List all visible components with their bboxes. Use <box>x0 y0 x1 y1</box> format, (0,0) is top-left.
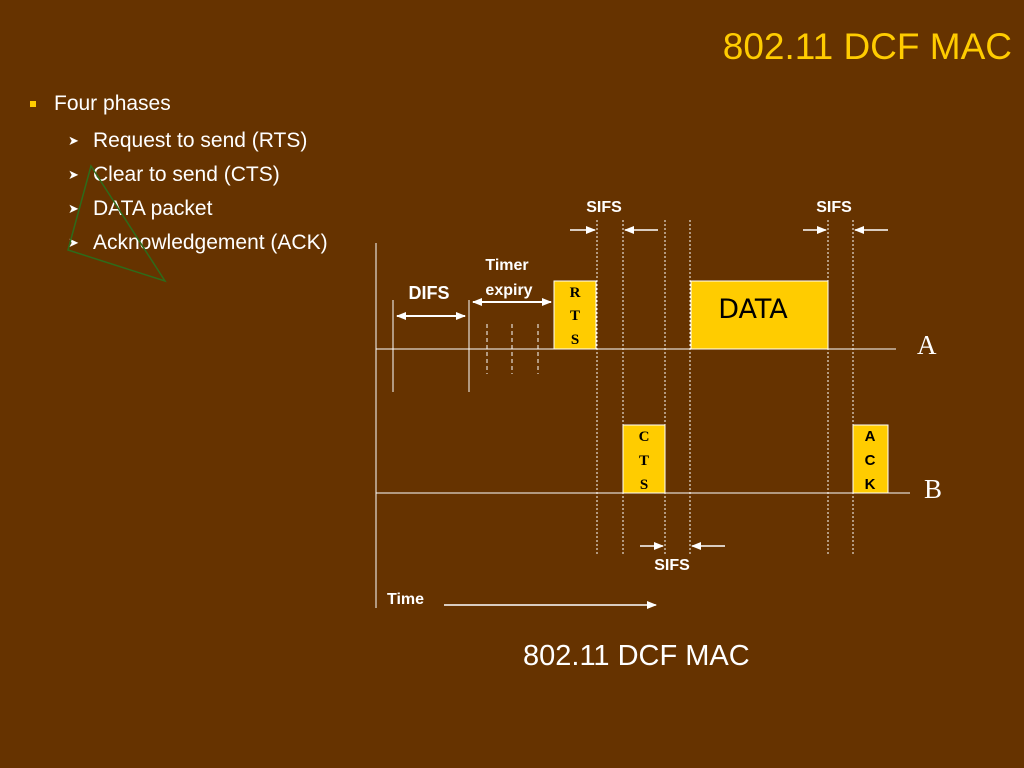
cts-letter-t: T <box>639 453 649 469</box>
sub-bullet-text: Clear to send (CTS) <box>93 163 280 186</box>
sub-bullet-rts: ➤ Request to send (RTS) <box>68 124 328 158</box>
sub-bullet-ack: ➤ Acknowledgement (ACK) <box>68 226 328 260</box>
arrow-bullet-icon: ➤ <box>68 167 79 182</box>
annotation-triangle <box>67 164 167 283</box>
rts-frame <box>553 280 597 350</box>
rts-letter-r: R <box>570 285 581 301</box>
sifs-label-bottom: SIFS <box>654 557 690 574</box>
rts-letter-t: T <box>570 308 580 324</box>
bullet-four-phases: Four phases <box>28 90 328 118</box>
rts-letter-s: S <box>571 332 579 348</box>
arrow-bullet-icon: ➤ <box>68 201 79 216</box>
sifs-label-top-right: SIFS <box>816 199 852 216</box>
bullet-list: Four phases ➤ Request to send (RTS) ➤ Cl… <box>28 90 328 260</box>
ack-frame <box>852 424 889 494</box>
timer-label-line1: Timer <box>485 257 528 274</box>
sub-bullet-list: ➤ Request to send (RTS) ➤ Clear to send … <box>68 124 328 260</box>
time-label: Time <box>387 591 424 608</box>
arrow-bullet-icon: ➤ <box>68 235 79 250</box>
cts-frame <box>622 424 666 494</box>
station-b-label: B <box>924 474 942 504</box>
sifs-label-top-left: SIFS <box>586 199 622 216</box>
data-frame <box>690 280 829 350</box>
station-a-label: A <box>917 330 937 360</box>
bullet-text: Four phases <box>54 92 171 115</box>
sub-bullet-text: Acknowledgement (ACK) <box>93 231 328 254</box>
cts-letter-s: S <box>640 477 648 493</box>
diagram-caption: 802.11 DCF MAC <box>523 640 750 672</box>
timer-label-line2: expiry <box>485 282 532 299</box>
difs-label: DIFS <box>408 283 449 303</box>
data-frame-label: DATA <box>718 294 788 325</box>
slide-title: 802.11 DCF MAC <box>722 26 1012 67</box>
arrow-bullet-icon: ➤ <box>68 133 79 148</box>
square-bullet-icon <box>30 101 36 107</box>
ack-letter-k: K <box>865 476 876 493</box>
cts-letter-c: C <box>639 429 650 445</box>
sub-bullet-cts: ➤ Clear to send (CTS) <box>68 158 328 192</box>
ack-letter-a: A <box>865 428 876 445</box>
sub-bullet-text: Request to send (RTS) <box>93 129 308 152</box>
ack-letter-c: C <box>865 452 876 469</box>
